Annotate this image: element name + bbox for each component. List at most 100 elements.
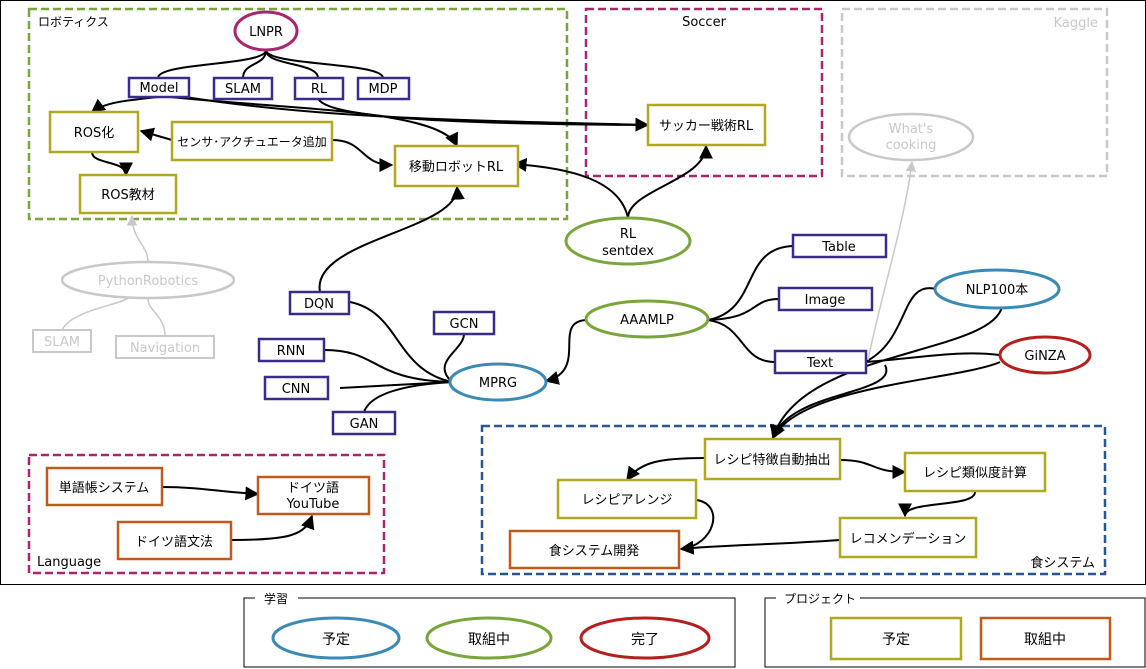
legend-project-title: プロジェクト	[784, 592, 856, 606]
edge-gcn-mprg	[443, 333, 465, 383]
node-rl-sentdex[interactable]: RL sentdex	[564, 216, 692, 266]
edge-sensor-ros	[139, 127, 173, 142]
node-recipe-extract-shape	[703, 437, 842, 481]
nodes: LNPR Model SLAM RL MDP ROS化 センサ･アクチュエータ追…	[32, 10, 1092, 570]
node-food-system-dev[interactable]: 食システム開発	[508, 529, 681, 570]
node-recipe-similarity[interactable]: レシピ類似度計算	[903, 451, 1047, 493]
node-python-robotics-shape	[60, 260, 236, 300]
edge-sentdex-mobile	[512, 157, 629, 219]
node-image-shape	[777, 286, 874, 312]
legend-study-inprogress: 取組中	[425, 616, 553, 660]
group-soccer: Soccer	[584, 7, 824, 178]
node-recommendation[interactable]: レコメンデーション	[838, 516, 978, 559]
node-recipe-arrange[interactable]: レシピアレンジ	[556, 478, 698, 520]
node-mprg[interactable]: MPRG	[448, 362, 548, 402]
legend-study: 学習 予定 取組中 完了	[243, 591, 736, 668]
node-text-label: Text	[806, 356, 833, 371]
node-mdp-label: MDP	[368, 82, 397, 97]
soccer-label: Soccer	[682, 15, 726, 30]
legend-project-inprogress-shape	[979, 616, 1112, 661]
node-table-shape	[791, 233, 888, 259]
node-slam-shape	[212, 76, 274, 101]
edge-rl-soccer	[317, 97, 649, 126]
node-sensor[interactable]: センサ･アクチュエータ追加	[170, 120, 334, 162]
node-vocab-system[interactable]: 単語帳システム	[45, 466, 164, 507]
edge-nlp100-extract	[770, 306, 1003, 440]
node-soccer-tactics-rl[interactable]: サッカー戦術RL	[646, 103, 767, 147]
node-pr-slam[interactable]: SLAM	[32, 329, 92, 353]
node-pr-slam-label: SLAM	[44, 335, 80, 350]
node-rnn[interactable]: RNN	[257, 337, 326, 363]
legend-project: プロジェクト 予定 取組中	[764, 592, 1146, 668]
node-whats-cooking[interactable]: What's cooking	[847, 112, 975, 162]
node-recipe-extract[interactable]: レシピ特徴自動抽出	[703, 437, 842, 481]
node-ros-ka[interactable]: ROS化	[48, 110, 140, 154]
node-aaamlp[interactable]: AAAMLP	[584, 299, 710, 339]
connectors	[90, 49, 1003, 555]
node-ros-kyozai[interactable]: ROS教材	[78, 173, 178, 215]
node-image[interactable]: Image	[777, 286, 874, 312]
node-food-system-dev-label: 食システム開発	[549, 543, 640, 559]
node-recipe-similarity-label: レシピ類似度計算	[923, 465, 1027, 481]
node-gcn-label: GCN	[450, 317, 479, 332]
language-frame	[27, 453, 386, 575]
node-model[interactable]: Model	[127, 76, 191, 99]
edge-aaamlp-mprg	[544, 319, 589, 385]
node-text[interactable]: Text	[773, 349, 868, 375]
node-cnn[interactable]: CNN	[263, 375, 330, 401]
node-cnn-shape	[263, 375, 330, 401]
node-mobile-robot-rl[interactable]: 移動ロボットRL	[393, 144, 520, 188]
node-ros-kyozai-shape	[78, 173, 178, 215]
node-slam[interactable]: SLAM	[212, 76, 274, 101]
node-pr-navigation-label: Navigation	[130, 341, 200, 356]
node-ros-ka-label: ROS化	[74, 126, 115, 141]
node-rnn-shape	[257, 337, 326, 363]
legend-project-planned: 予定	[829, 616, 963, 661]
node-table[interactable]: Table	[791, 233, 888, 259]
faded-connectors	[61, 160, 917, 361]
node-german-youtube-label-2: YouTube	[286, 497, 340, 512]
edge-dqn-mobile	[318, 185, 465, 293]
node-german-grammar[interactable]: ドイツ語文法	[116, 520, 233, 561]
edge-pythonrobotics-navigation	[147, 297, 166, 337]
legend-study-planned-label: 予定	[322, 632, 350, 648]
language-label: Language	[37, 555, 101, 570]
node-nlp100[interactable]: NLP100本	[933, 268, 1061, 310]
node-model-shape	[127, 76, 191, 99]
group-language: Language	[27, 453, 386, 575]
legend-study-planned-shape	[271, 616, 401, 660]
node-food-system-dev-shape	[508, 529, 681, 570]
node-whats-cooking-label-1: What's	[889, 122, 934, 137]
soccer-frame	[584, 7, 824, 178]
edge-vocab-youtube	[161, 486, 260, 501]
node-german-youtube[interactable]: ドイツ語 YouTube	[256, 475, 371, 516]
legend-project-inprogress: 取組中	[979, 616, 1112, 661]
node-aaamlp-label: AAAMLP	[620, 313, 674, 328]
node-cnn-label: CNN	[282, 382, 311, 397]
edge-sentdex-soccer	[627, 144, 713, 219]
edge-aaamlp-table	[707, 245, 794, 321]
legend-project-planned-shape	[829, 616, 963, 661]
food-frame	[480, 424, 1107, 576]
robotics-label: ロボティクス	[38, 15, 109, 29]
edge-text-nlp100	[864, 287, 937, 363]
node-model-label: Model	[139, 81, 178, 96]
node-lnpr[interactable]: LNPR	[233, 10, 299, 52]
node-gan[interactable]: GAN	[331, 410, 397, 436]
edge-ginza-extract	[772, 361, 1001, 440]
node-gcn[interactable]: GCN	[432, 310, 496, 336]
node-nlp100-shape	[933, 268, 1061, 310]
node-rl[interactable]: RL	[293, 76, 345, 101]
node-pr-navigation[interactable]: Navigation	[115, 335, 215, 359]
node-ginza[interactable]: GiNZA	[998, 335, 1092, 375]
node-python-robotics[interactable]: PythonRobotics	[60, 260, 236, 300]
node-dqn-label: DQN	[304, 297, 334, 312]
edge-rnn-mprg	[323, 349, 453, 383]
node-dqn[interactable]: DQN	[288, 290, 351, 316]
node-sensor-label: センサ･アクチュエータ追加	[177, 134, 326, 149]
node-mdp[interactable]: MDP	[356, 76, 411, 101]
group-robotics: ロボティクス	[27, 7, 569, 221]
node-rl-sentdex-label-1: RL	[620, 227, 637, 242]
edge-extract-arrange	[626, 457, 706, 482]
edge-recommend-fooddev	[679, 539, 841, 555]
